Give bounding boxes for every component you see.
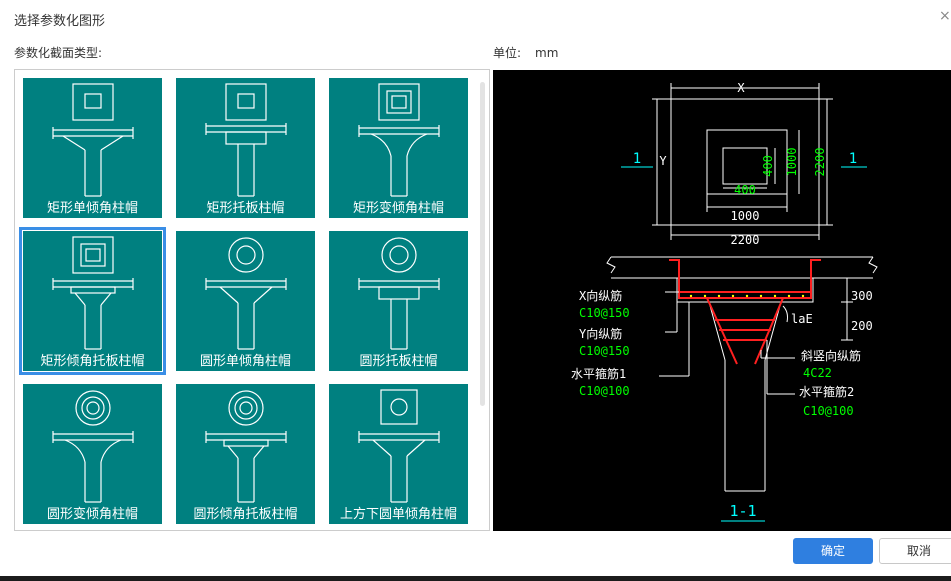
unit-label: 单位:: [493, 46, 522, 60]
circle-plate-cap-icon: [358, 237, 440, 350]
shape-tile[interactable]: 矩形托板柱帽: [176, 78, 315, 218]
window-bottom-edge: [0, 576, 951, 581]
shape-tile-label: 矩形托板柱帽: [206, 201, 285, 216]
preview-drawing: X Y 400 400 1000 2200 1000 2200 1 1 300 …: [493, 70, 951, 531]
unit-display: 单位: mm: [493, 44, 558, 61]
slant-bar-label: 斜竖向纵筋: [801, 348, 861, 363]
shape-tile-selected[interactable]: 矩形倾角托板柱帽: [19, 227, 166, 375]
circle-slope-plate-cap-icon: [205, 390, 287, 503]
lae-label: laE: [791, 312, 813, 326]
shape-tile[interactable]: 矩形变倾角柱帽: [329, 78, 468, 218]
shape-tile-label: 圆形单倾角柱帽: [199, 354, 291, 369]
shape-tile-label: 上方下圆单倾角柱帽: [339, 507, 457, 522]
shape-tile-label: 矩形倾角托板柱帽: [40, 354, 145, 369]
dialog-title: 选择参数化图形: [14, 14, 106, 29]
column-cap-detail-drawing: X Y 400 400 1000 2200 1000 2200 1 1 300 …: [571, 81, 878, 522]
ok-button[interactable]: 确定: [793, 538, 873, 564]
shape-tile[interactable]: 圆形托板柱帽: [329, 231, 468, 371]
section-mark-right: 1: [849, 151, 857, 167]
unit-value: mm: [535, 46, 559, 60]
shape-tile[interactable]: 圆形单倾角柱帽: [176, 231, 315, 371]
x-bar-value: C10@150: [579, 306, 630, 320]
section-type-label: 参数化截面类型:: [14, 46, 103, 60]
rect-plate-cap-icon: [205, 83, 287, 197]
shape-tile-label: 圆形变倾角柱帽: [46, 507, 138, 522]
square-top-round-bottom-cap-icon: [358, 389, 440, 503]
dim-1000-h: 1000: [731, 209, 760, 223]
dim-400-v: 400: [761, 155, 775, 177]
hoop1-value: C10@100: [579, 384, 630, 398]
section-title: 1-1: [729, 502, 756, 520]
shape-tile[interactable]: 圆形倾角托板柱帽: [176, 384, 315, 524]
shape-tile-label: 矩形变倾角柱帽: [352, 201, 444, 216]
hoop1-label: 水平箍筋1: [571, 366, 626, 381]
hoop2-label: 水平箍筋2: [799, 384, 854, 399]
dim-x-label: X: [737, 81, 745, 95]
shape-tile-label: 圆形倾角托板柱帽: [193, 507, 298, 522]
shape-tile-label: 圆形托板柱帽: [359, 354, 438, 369]
dim-400-h: 400: [734, 183, 756, 197]
dim-2200-h: 2200: [731, 233, 760, 247]
dim-y-label: Y: [659, 154, 667, 168]
dim-2200-v: 2200: [813, 148, 827, 177]
gallery-scrollbar[interactable]: [480, 82, 485, 406]
circle-variable-slope-cap-icon: [52, 390, 134, 503]
circle-single-slope-cap-icon: [205, 237, 287, 350]
y-bar-label: Y向纵筋: [579, 326, 622, 341]
shape-tile[interactable]: 圆形变倾角柱帽: [23, 384, 162, 524]
shape-tile[interactable]: 上方下圆单倾角柱帽: [329, 384, 468, 524]
y-bar-value: C10@150: [579, 344, 630, 358]
rect-variable-slope-cap-icon: [358, 83, 440, 197]
rect-slope-plate-cap-icon: [52, 236, 134, 350]
rect-single-slope-cap-icon: [52, 83, 134, 197]
depth-200: 200: [851, 319, 873, 333]
dim-1000-v: 1000: [785, 148, 799, 177]
slant-bar-value: 4C22: [803, 366, 832, 380]
shape-tile-label: 矩形单倾角柱帽: [46, 201, 138, 216]
section-mark-left: 1: [633, 151, 641, 167]
hoop2-value: C10@100: [803, 404, 854, 418]
cancel-button[interactable]: 取消: [879, 538, 951, 564]
close-icon[interactable]: ×: [939, 8, 951, 24]
shape-gallery: 矩形单倾角柱帽 矩形托板柱帽: [14, 69, 490, 531]
x-bar-label: X向纵筋: [579, 288, 622, 303]
shape-tile[interactable]: 矩形单倾角柱帽: [23, 78, 162, 218]
depth-300: 300: [851, 289, 873, 303]
